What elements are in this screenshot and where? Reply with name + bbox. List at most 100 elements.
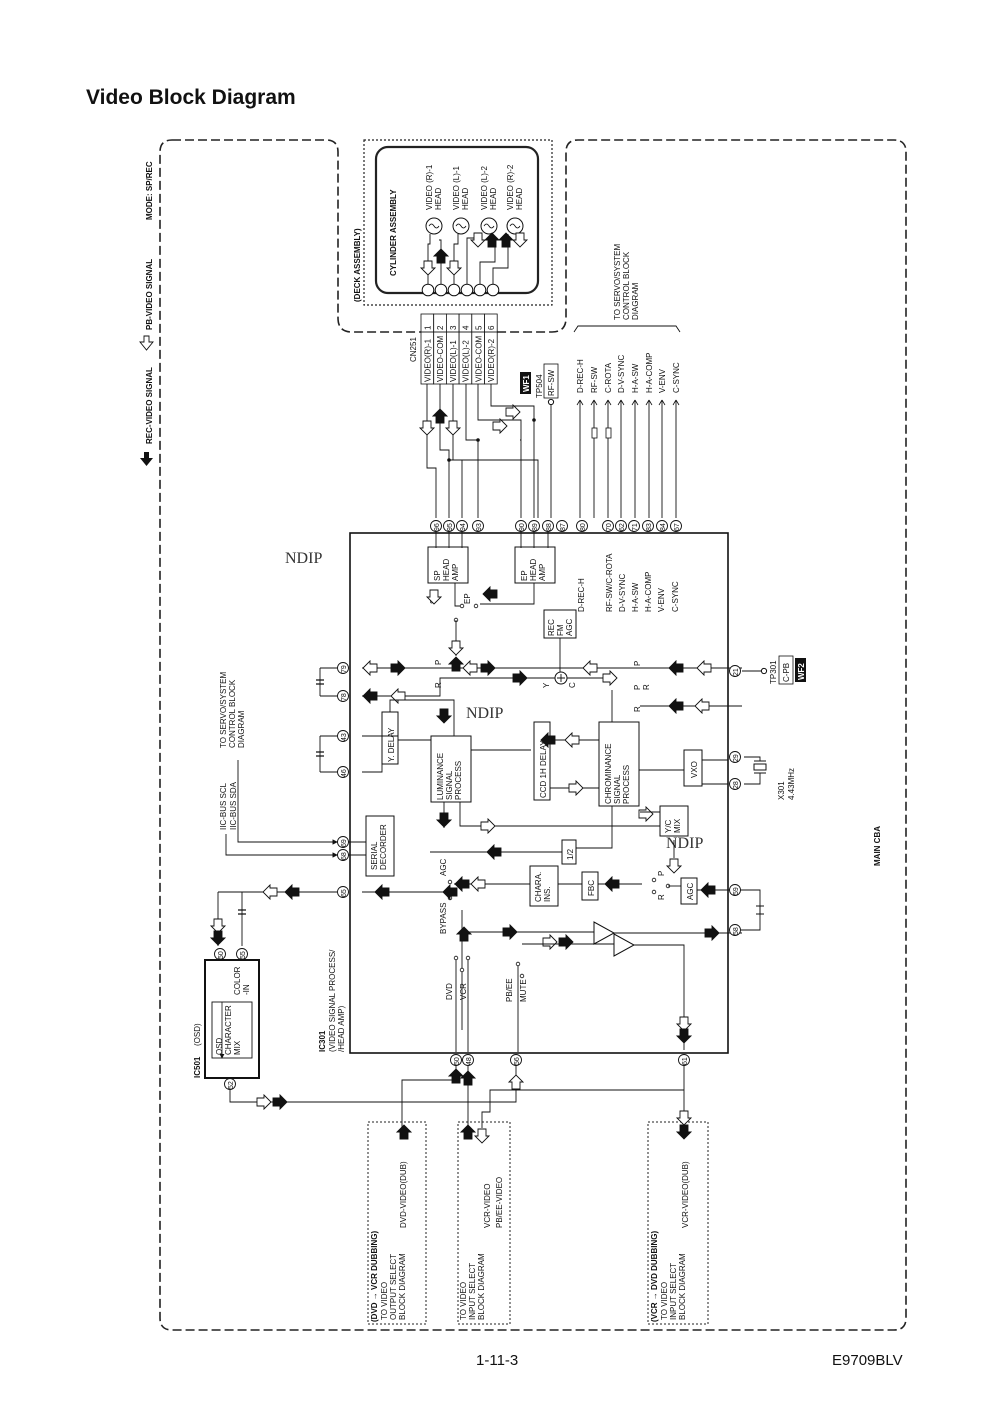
pb-arrow-icon [542,933,558,951]
io-box-1 [367,1121,427,1325]
sp-label-3: AMP [451,564,460,581]
wire [389,699,455,736]
lum-label-3: PROCESS [454,761,463,800]
io-box-3 [647,1121,709,1325]
wire [576,806,613,849]
servo-signal-5: H-A-SW [631,363,640,393]
servo-arrow-head-icon [617,399,625,406]
rec-arrow-icon [209,930,227,946]
bottom-pin-50: 50 [454,1057,461,1065]
cylinder-terminal [460,283,474,297]
lum-label-1: LUMINANCE [436,753,445,800]
tp504-label: TP504 [535,374,544,398]
osd-pin-50-circle [214,948,226,960]
vcr-label: VCR [459,983,468,1000]
servo-signal-8: C-SYNC [672,362,681,393]
left-pin-65: 65 [341,889,348,897]
servo-dest-3: DIAGRAM [631,282,640,320]
switch-contact [459,967,465,973]
switch-p3: P [633,685,642,690]
top-pin-70: 70 [606,523,613,531]
bottom-pin-50-circle [450,1054,462,1066]
top-pin-71-circle [628,520,640,532]
pb-arrow-icon [470,875,486,893]
wf1-testpoint: WF1 TP504 RF-SW [520,363,559,406]
osd-sub: (OSD) [193,1023,202,1046]
capacitor-icon [238,909,246,915]
rec-arrow-icon [704,924,720,942]
servo-signal-1: D-REC-H [576,359,585,393]
switch-r1: R [434,682,443,688]
iic-sda-label: IIC-BUS SDA [229,781,238,830]
cylinder-terminal [486,283,500,297]
io-dest-1-3: BLOCK DIAGRAM [398,1253,407,1320]
top-wiring [418,384,552,518]
pb-arrow-icon [675,1016,693,1032]
crystal-freq: 4.43MHz [787,768,796,800]
left-pin-65-circle [337,886,349,898]
wire [481,1089,684,1128]
io-sig-3-1: VCR-VIDEO(DUB) [681,1161,690,1228]
amplifier-icon [613,933,636,957]
bottom-pin-48-circle [462,1054,474,1066]
head-winding [483,223,495,229]
rec-arrow-icon [459,1070,477,1086]
connector-pin-1: 1 [424,325,433,330]
rec-arrow-icon [480,659,496,677]
rec-arrow-icon [482,585,498,603]
left-pin-69: 69 [341,839,348,847]
left-pin-43-circle [337,730,349,742]
io-dest-1-2: OUTPUT SELECT [389,1254,398,1320]
top-pin-94-circle [456,520,468,532]
wf2-testpoint: TP301 C-PB WF2 [742,655,806,685]
dvd-label: DVD [445,983,454,1000]
ep-label-1: EP [520,570,529,581]
osd-color-1: COLOR [233,966,242,995]
io-sig-2-1: VCR-VIDEO [483,1184,492,1228]
head-coil-icon [452,217,470,235]
top-pin-93-circle [472,520,484,532]
io-box-2 [457,1121,511,1325]
wire [439,384,450,518]
pb-arrow-icon [492,417,508,435]
servo-signal-7: V-ENV [658,368,667,393]
crystal-name: X301 [777,781,786,800]
top-pin-80-circle [576,520,588,532]
wire [480,583,535,605]
iic-dest-1: TO SERVO/SYSTEM [219,671,228,748]
left-pin-79: 79 [341,665,348,673]
serial-decoder-block [365,815,395,877]
rec-arrow-icon [483,232,501,248]
deck-assembly-box [363,139,553,306]
servo-signal-6: H-A-COMP [645,353,654,393]
left-pin-79-circle [337,662,349,674]
ndip-watermark-2: NDIP [466,705,503,722]
pb-arrow-icon [675,1110,693,1126]
bottom-pin-56: 56 [514,1057,521,1065]
head-label-2: VIDEO (L)-1 [452,165,461,210]
osd-block-2: CHARACTER [224,1005,233,1055]
io-sig-2-2: PB/EE-VIDEO [495,1177,504,1228]
pb-arrow-icon [469,232,487,248]
cylinder-terminal [434,283,448,297]
switch-contact [459,603,465,609]
wire [362,677,555,697]
right-pin-29-circle [729,751,741,763]
head-winding [455,223,467,229]
top-pin-62: 62 [619,523,626,531]
left-pin-68: 68 [341,852,348,860]
left-pin-43: 43 [341,733,348,741]
right-pin-21-circle [729,665,741,677]
connector-cn251: 1VIDEO(R)-12VIDEO-COM3VIDEO(L)-14VIDEO(L… [420,313,498,385]
osd-pin-52: 52 [228,1081,235,1089]
switch-r4: R [657,894,666,900]
main-cba-outline [159,139,907,1331]
connector-label-2: VIDEO-COM [436,335,445,382]
pb-arrow-icon [582,659,598,677]
bottom-pin-48: 48 [466,1057,473,1065]
connector-label-3: VIDEO(L)-1 [449,340,458,382]
servo-arrow-head-icon [576,399,584,406]
top-pin-94: 94 [460,523,467,531]
servo-arrow-head-icon [631,399,639,406]
